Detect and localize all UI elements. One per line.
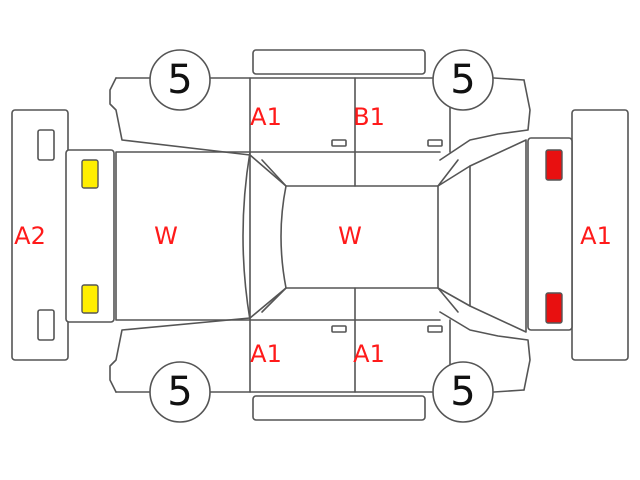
rear-bumper-panel: [11, 109, 115, 361]
roof-rail-top: [252, 49, 426, 75]
roof-rail-bottom: [252, 395, 426, 421]
tail-light-bottom: [81, 284, 99, 314]
tire-rear-right: 5: [432, 361, 494, 423]
grade-left-front-door: B1: [353, 103, 385, 131]
tire-front-right-value: 5: [450, 57, 475, 103]
grade-rear-panel: A2: [14, 222, 46, 250]
front-bumper-panel: [527, 109, 629, 361]
tire-front-right: 5: [432, 49, 494, 111]
left-side-profile: [109, 77, 531, 187]
grade-front-panel: A1: [580, 222, 612, 250]
tire-front-left: 5: [149, 49, 211, 111]
head-light-top: [545, 149, 563, 181]
grade-windshield: W: [338, 222, 362, 250]
grade-right-front-door: A1: [353, 340, 385, 368]
grade-right-rear-door: A1: [250, 340, 282, 368]
grade-rear-window: W: [154, 222, 178, 250]
grade-left-rear-door: A1: [250, 103, 282, 131]
top-view-body: [115, 139, 527, 333]
tire-front-left-value: 5: [167, 57, 192, 103]
tail-light-top: [81, 159, 99, 189]
head-light-bottom: [545, 292, 563, 324]
tire-rear-left-value: 5: [167, 369, 192, 415]
tire-rear-left: 5: [149, 361, 211, 423]
tire-rear-right-value: 5: [450, 369, 475, 415]
